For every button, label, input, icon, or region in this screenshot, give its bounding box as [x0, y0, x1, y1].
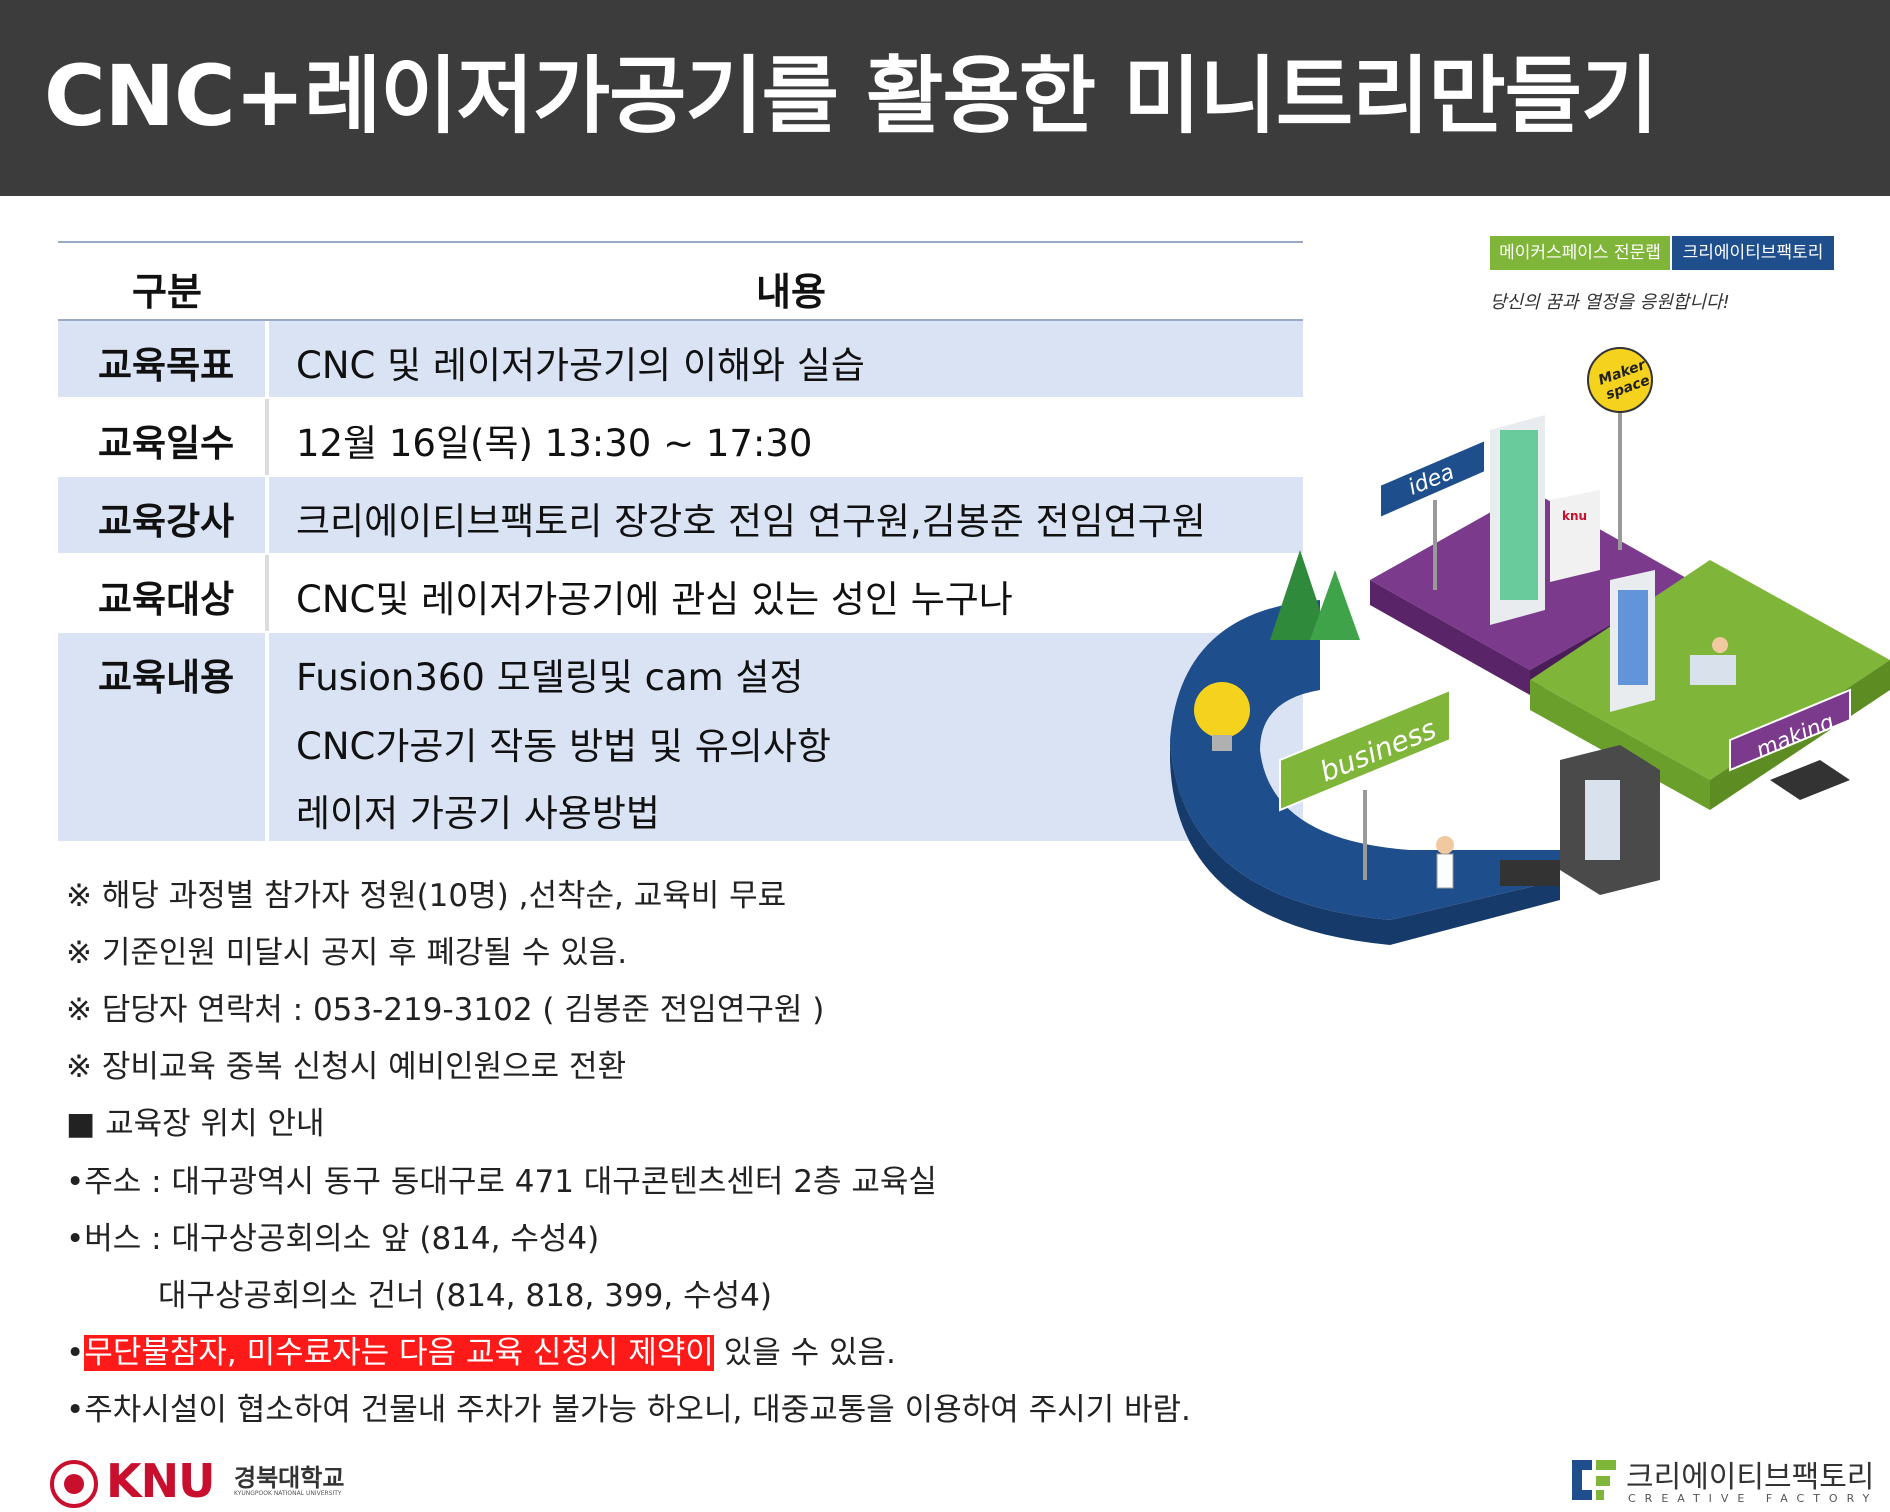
tree-icon — [1270, 550, 1330, 640]
desk-icon — [1500, 860, 1560, 886]
row-label: 교육내용 — [98, 656, 235, 699]
lightbulb-icon — [1194, 682, 1250, 738]
cf-name-kr: 크리에이티브팩토리 — [1626, 1460, 1875, 1495]
table-header-category: 구분 — [132, 270, 202, 314]
column-divider — [265, 399, 269, 475]
row-label: 교육일수 — [98, 422, 235, 465]
counter-icon — [1690, 655, 1736, 685]
slogan: 당신의 꿈과 열정을 응원합니다! — [1490, 292, 1730, 313]
row-value: CNC 및 레이저가공기의 이해와 실습 — [296, 344, 865, 387]
table-row: 교육목표 CNC 및 레이저가공기의 이해와 실습 — [58, 321, 1303, 397]
warning-bullet: • — [66, 1335, 85, 1371]
table-row: 교육일수 12월 16일(목) 13:30 ~ 17:30 — [58, 399, 1303, 475]
row-label: 교육목표 — [98, 344, 235, 387]
title-bar: CNC+레이저가공기를 활용한 미니트리만들기 — [0, 0, 1890, 196]
knu-building — [1550, 490, 1600, 582]
person-icon — [1712, 637, 1728, 653]
note-address: •주소 : 대구광역시 동구 동대구로 471 대구콘텐츠센터 2층 교육실 — [66, 1164, 937, 1200]
row-value-line: Fusion360 모델링및 cam 설정 — [296, 656, 804, 699]
note-duplicate: ※ 장비교육 중복 신청시 예비인원으로 전환 — [66, 1049, 627, 1085]
note-contact: ※ 담당자 연락처 : 053-219-3102 ( 김봉준 전임연구원 ) — [66, 992, 825, 1028]
table-header-rule — [58, 319, 1303, 321]
knu-name-kr: 경북대학교 — [234, 1464, 345, 1492]
warning-rest: 있을 수 있음. — [713, 1335, 896, 1371]
tower-windows — [1500, 430, 1538, 600]
business-sign — [1279, 688, 1451, 812]
idea-sign — [1379, 438, 1486, 520]
note-bus: •버스 : 대구상공회의소 앞 (814, 수성4) — [66, 1221, 600, 1257]
blue-ring-side — [1170, 740, 1560, 945]
note-capacity: ※ 해당 과정별 참가자 정원(10명) ,선착순, 교육비 무료 — [66, 878, 787, 914]
note-warning: •무단불참자, 미수료자는 다음 교육 신청시 제약이 있을 수 있음. — [66, 1327, 896, 1372]
table-row: 교육강사 크리에이티브팩토리 장강호 전임 연구원,김봉준 전임연구원 — [58, 477, 1303, 553]
blue-ring-platform — [1170, 600, 1560, 920]
tag-makerspace: 메이커스페이스 전문랩 — [1490, 236, 1670, 270]
row-value-line: CNC가공기 작동 방법 및 유의사항 — [296, 725, 831, 768]
page-title: CNC+레이저가공기를 활용한 미니트리만들기 — [44, 47, 1658, 145]
note-bus-opposite: 대구상공회의소 건너 (814, 818, 399, 수성4) — [158, 1278, 772, 1314]
warning-highlight: 무단불참자, 미수료자는 다음 교육 신청시 제약이 — [84, 1335, 714, 1371]
knu-mark: KNU — [106, 1454, 215, 1508]
building-logo-text: knu — [1562, 509, 1587, 523]
note-parking: •주차시설이 협소하여 건물내 주차가 불가능 하오니, 대중교통을 이용하여 … — [66, 1392, 1191, 1428]
row-value: 12월 16일(목) 13:30 ~ 17:30 — [296, 422, 813, 465]
green-tower-windows — [1618, 590, 1648, 685]
location-heading: ■ 교육장 위치 안내 — [66, 1106, 325, 1142]
knu-name-en: KYUNGPOOK NATIONAL UNIVERSITY — [234, 1490, 342, 1497]
tree-icon — [1310, 570, 1360, 640]
chip-icon — [1770, 760, 1850, 800]
table-row: 교육내용 Fusion360 모델링및 cam 설정 CNC가공기 작동 방법 … — [58, 633, 1303, 841]
cf-name-en: CREATIVE FACTORY — [1628, 1492, 1879, 1505]
row-label: 교육강사 — [98, 500, 235, 543]
purple-platform-side — [1370, 580, 1530, 695]
knu-emblem-icon — [50, 1460, 98, 1508]
cf-emblem-icon — [1572, 1460, 1616, 1500]
makerspace-illustration: knu Maker space idea business making — [1170, 347, 1890, 945]
column-divider — [265, 555, 269, 631]
lightbulb-base — [1212, 735, 1232, 751]
table-header-content: 내용 — [756, 270, 826, 314]
printer-window — [1585, 780, 1620, 860]
table-top-rule — [58, 241, 1303, 243]
person-body — [1436, 853, 1454, 889]
person-icon — [1436, 836, 1454, 854]
row-value: CNC및 레이저가공기에 관심 있는 성인 누구나 — [296, 578, 1013, 621]
row-value: 크리에이티브팩토리 장강호 전임 연구원,김봉준 전임연구원 — [296, 500, 1206, 543]
row-label: 교육대상 — [98, 578, 235, 621]
table-row: 교육대상 CNC및 레이저가공기에 관심 있는 성인 누구나 — [58, 555, 1303, 631]
note-cancellation: ※ 기준인원 미달시 공지 후 폐강될 수 있음. — [66, 935, 628, 971]
row-value-line: 레이저 가공기 사용방법 — [296, 792, 660, 835]
making-sign — [1729, 688, 1851, 772]
makerspace-sign — [1587, 347, 1653, 413]
tag-creative-factory: 크리에이티브팩토리 — [1672, 236, 1834, 270]
